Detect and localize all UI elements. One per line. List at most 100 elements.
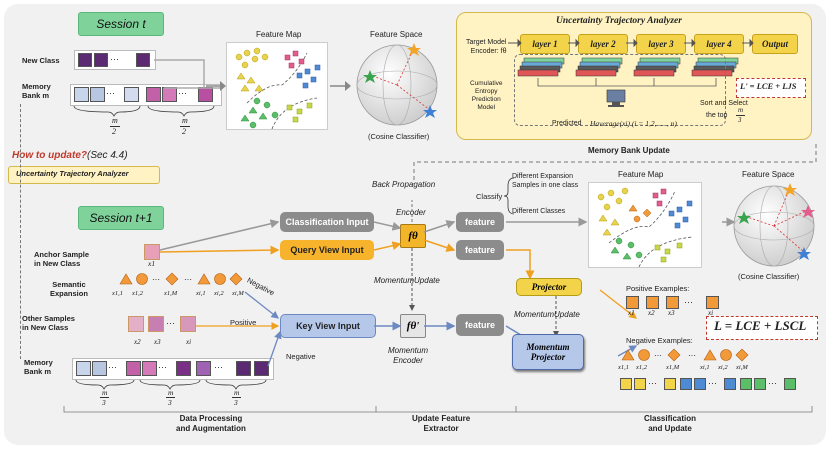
memory-image (92, 361, 107, 376)
feature-space-title-2: Feature Space (742, 170, 795, 179)
memory-image (142, 361, 157, 376)
neg-square (740, 378, 752, 390)
dots: ··· (110, 54, 119, 64)
exp-label: x1,M (164, 290, 178, 297)
frac-line (736, 115, 745, 116)
lower-memory-braces (75, 379, 267, 390)
frac-m2-den: 2 (182, 127, 186, 136)
sort-select-label: Sort and Select (700, 100, 748, 107)
uta-tag-box (8, 166, 160, 184)
neg-label: x1,2 (636, 364, 648, 371)
other-label: x2 (134, 338, 141, 346)
dots: ··· (108, 362, 117, 372)
session-t1-tag: Session t+1 (78, 206, 164, 230)
neg-label: x1,M (666, 364, 680, 371)
frac-line (166, 397, 175, 398)
positive-square (646, 296, 659, 309)
uta-frac-num: m (738, 106, 744, 114)
session-t-tag: Session t (78, 12, 164, 36)
positive-label: x1 (628, 309, 635, 317)
different-classes-label: Different Classes (512, 208, 566, 215)
other-image (180, 316, 196, 332)
positive-square (666, 296, 679, 309)
feature-map-scatter (235, 47, 321, 130)
positive-square (706, 296, 719, 309)
projector: Projector (516, 278, 582, 296)
neg-label: xi,1 (700, 364, 710, 371)
memory-bank-lower-strip (72, 358, 274, 380)
neg-label: x1,1 (618, 364, 630, 371)
dots: ··· (648, 378, 657, 388)
feature-space-title: Feature Space (370, 30, 423, 39)
back-propagation-label: Back Propagation (372, 180, 436, 189)
neg-label: xi,M (736, 364, 748, 371)
positive-label: x2 (648, 309, 655, 317)
cosine-classifier-top: (Cosine Classifier) (368, 132, 430, 141)
bottom-axis (63, 406, 813, 413)
how-to-update: How to update?(Sec 4.4) (12, 150, 128, 161)
frac-m2-den: 2 (112, 127, 116, 136)
strip-to-map-arrow (154, 59, 220, 89)
exp-label: xi,M (232, 290, 244, 297)
prediction-heads (517, 57, 739, 87)
neg-square (620, 378, 632, 390)
lower-frac-num: m (168, 388, 174, 397)
dots: ··· (158, 362, 167, 372)
uta-loss-box (736, 78, 806, 98)
feature-box-1: feature (456, 212, 504, 232)
frac-m2-num: m (112, 116, 118, 125)
predicted-label: Predicted (552, 120, 582, 127)
loss-box (706, 316, 818, 340)
the-top-label: the top (706, 112, 728, 119)
dots: ··· (166, 318, 175, 328)
neg-square (724, 378, 736, 390)
encoder-label: Encoder (396, 208, 426, 217)
dots: ··· (768, 378, 777, 388)
lower-frac-num: m (102, 388, 108, 397)
output-layer: Output (752, 34, 798, 54)
momentum-update-label-mid: MomentumUpdate (374, 276, 440, 285)
other-image (128, 316, 144, 332)
feature-space-sphere-lower (733, 183, 815, 267)
classify-brace (504, 177, 515, 215)
computer-icon (606, 89, 626, 107)
neg-square (784, 378, 796, 390)
frac-line (232, 397, 241, 398)
exp-label: xi,1 (196, 290, 206, 297)
uta-dashed-box (514, 54, 726, 126)
feature-space-sphere-top (356, 43, 438, 126)
dots: ··· (684, 297, 693, 307)
neg-square (680, 378, 692, 390)
query-view-input: Query View Input (280, 240, 374, 260)
lower-frac-den: 3 (168, 398, 172, 407)
memory-image (76, 361, 91, 376)
memory-image (124, 87, 139, 102)
negative-examples-label: Negative Examples: (626, 336, 693, 345)
other-label: xi (186, 338, 192, 346)
top-memory-braces (73, 105, 215, 117)
svg-text:···: ··· (184, 275, 192, 284)
new-class-image (94, 53, 108, 67)
anchor-x1: x1 (148, 259, 156, 268)
svg-text:···: ··· (688, 351, 696, 360)
key-view-input: Key View Input (280, 314, 376, 338)
feature-map-top (226, 42, 328, 130)
layer-4: layer 4 (694, 34, 744, 54)
uta-title: Uncertainty Trajectory Analyzer (556, 16, 682, 26)
positive-examples-label: Positive Examples: (626, 284, 690, 293)
other-image (148, 316, 164, 332)
new-class-image (78, 53, 92, 67)
positive-label: x3 (668, 309, 675, 317)
feature-box-3: feature (456, 314, 504, 336)
positive-label: xi (708, 309, 714, 317)
neg-square (634, 378, 646, 390)
map-to-space-arrow (330, 81, 351, 91)
